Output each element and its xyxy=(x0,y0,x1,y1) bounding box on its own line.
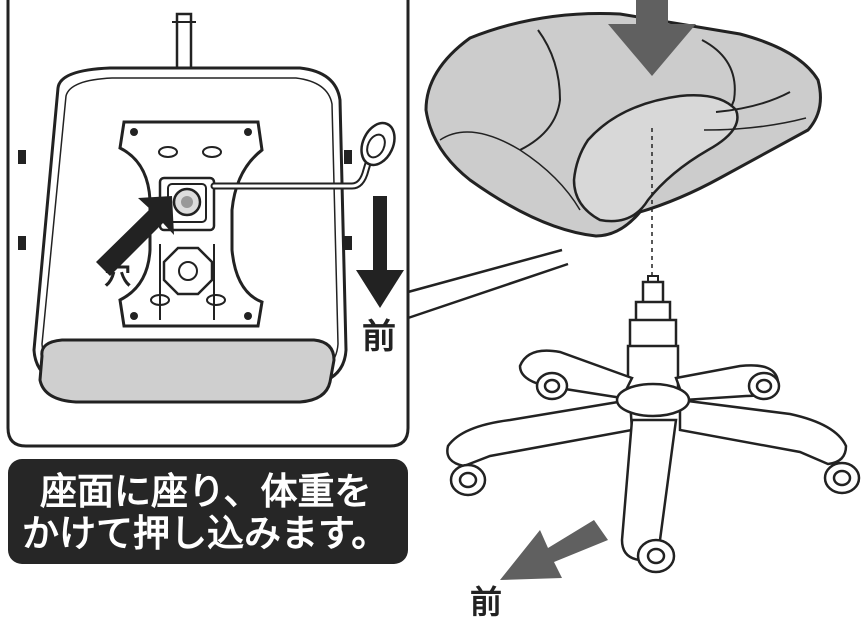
caption-line-2: かけて押し込みます。 xyxy=(22,512,389,555)
hole-pointer-arrow xyxy=(96,196,174,276)
caption-line-1: 座面に座り、体重を xyxy=(40,470,372,513)
instruction-caption: 座面に座り、体重を かけて押し込みます。 xyxy=(8,459,408,564)
front-arrow-head xyxy=(356,270,404,308)
casters xyxy=(449,371,861,574)
seat-front-edge xyxy=(38,338,336,404)
callout-line-bottom xyxy=(407,262,569,320)
front-label-base: 前 xyxy=(470,583,503,621)
front-direction-arrow xyxy=(500,520,608,580)
seat-cushion xyxy=(424,12,822,238)
gas-cylinder xyxy=(626,275,680,392)
inset-panel xyxy=(6,0,410,448)
hole-label: 穴 xyxy=(104,260,131,291)
callout-line-top xyxy=(407,248,563,294)
press-down-arrow xyxy=(608,0,696,76)
tilt-knob xyxy=(162,246,214,296)
front-arrow-shaft xyxy=(373,196,387,272)
star-base xyxy=(446,349,848,562)
front-label-inset: 前 xyxy=(362,317,396,357)
